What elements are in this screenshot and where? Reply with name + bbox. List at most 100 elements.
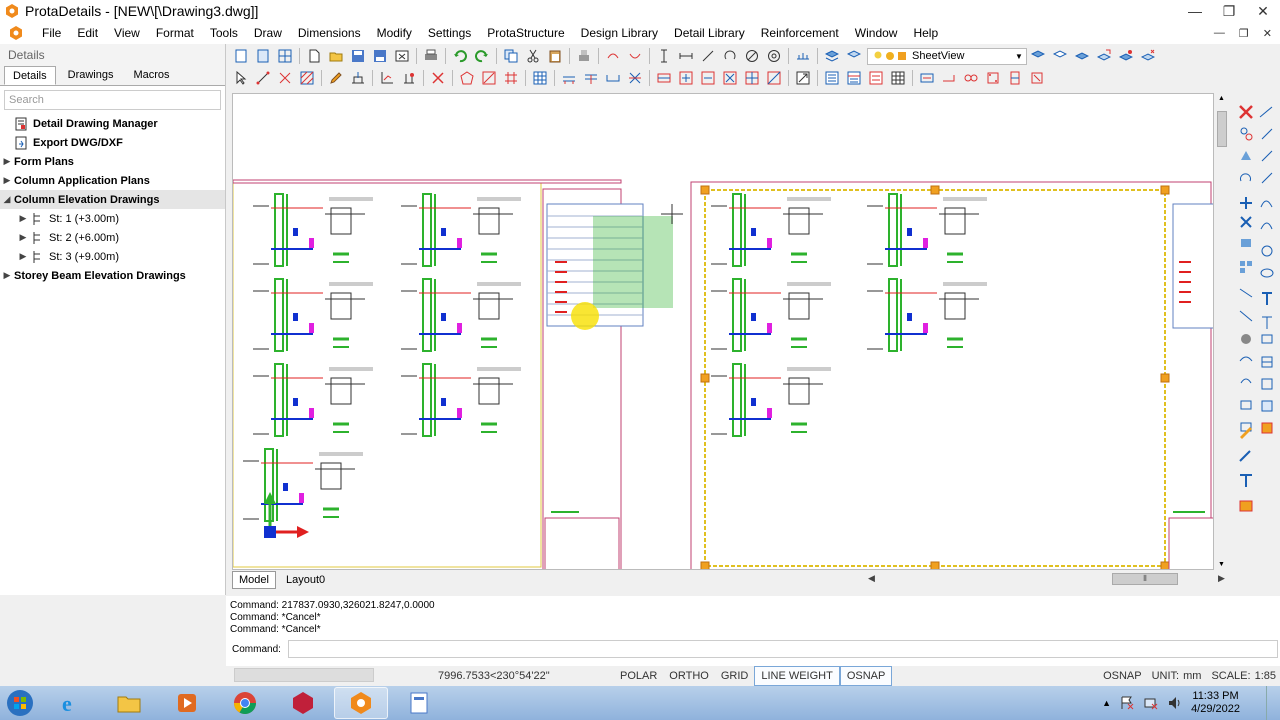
copy-icon[interactable] (504, 49, 518, 63)
osnap-toggle[interactable]: OSNAP (839, 666, 893, 686)
save-icon[interactable] (351, 49, 365, 63)
start-button[interactable] (0, 686, 40, 720)
channel-icon[interactable] (606, 71, 620, 85)
pencil-icon[interactable] (329, 71, 343, 85)
close-button[interactable]: ✕ (1257, 2, 1269, 19)
vertical-scroll-thumb[interactable] (1217, 111, 1227, 147)
frame-cross-icon[interactable] (723, 71, 737, 85)
table-icon[interactable] (533, 71, 547, 85)
array-icon[interactable] (1240, 261, 1252, 273)
ortho-toggle[interactable]: ORTHO (669, 670, 709, 682)
tree-item-column-application-plans[interactable]: ▶ Column Application Plans (0, 171, 225, 190)
minimize-button[interactable]: — (1188, 3, 1202, 19)
maximize-button[interactable]: ❐ (1222, 2, 1236, 19)
cross-section-icon[interactable] (628, 71, 642, 85)
frame-diagonal-icon[interactable] (767, 71, 781, 85)
ellipse-tool-icon[interactable] (1260, 268, 1274, 278)
tree-item-storey-1[interactable]: ▶ St: 1 (+3.00m) (0, 209, 225, 228)
network-icon[interactable] (1143, 695, 1159, 711)
collapse-arrow-icon[interactable]: ◢ (3, 194, 11, 204)
save-as-icon[interactable] (373, 49, 387, 63)
flag-icon[interactable] (1119, 695, 1135, 711)
fill-icon[interactable] (1239, 500, 1253, 512)
scroll-up-icon[interactable]: ▲ (1218, 95, 1225, 102)
tree-item-detail-drawing-manager[interactable]: Detail Drawing Manager (0, 114, 225, 133)
menu-draw[interactable]: Draw (253, 26, 282, 40)
new-drawing-icon[interactable] (234, 49, 248, 63)
taskbar-file-explorer[interactable] (102, 687, 156, 719)
layer-off-icon[interactable] (1053, 49, 1067, 63)
vertical-dimension-icon[interactable] (657, 49, 671, 63)
mdi-close-icon[interactable]: ✕ (1262, 27, 1272, 40)
new-detail-icon[interactable] (256, 49, 270, 63)
menu-dimensions[interactable]: Dimensions (297, 26, 361, 40)
beam-icon[interactable] (562, 71, 576, 85)
taskbar-media-player[interactable] (160, 687, 214, 719)
taskbar-internet-explorer[interactable]: e (44, 687, 98, 719)
polar-toggle[interactable]: POLAR (620, 670, 658, 682)
slash-icon[interactable] (482, 71, 496, 85)
move-icon[interactable] (1240, 197, 1252, 209)
schedule-icon[interactable] (847, 71, 861, 85)
edit-pencil-icon[interactable] (1240, 427, 1252, 439)
no-entry-icon[interactable] (745, 49, 759, 63)
drawing-svg[interactable] (233, 94, 1214, 570)
taskbar-protastructure[interactable] (276, 687, 330, 719)
list-icon[interactable] (825, 71, 839, 85)
unit-value[interactable]: mm (1183, 670, 1202, 682)
scroll-left-icon[interactable]: ◀ (868, 573, 875, 583)
layers-icon[interactable] (825, 49, 839, 63)
bar-list-icon[interactable] (869, 71, 883, 85)
line-weight-toggle[interactable]: LINE WEIGHT (754, 666, 840, 686)
menu-settings[interactable]: Settings (427, 26, 472, 40)
hatch-icon[interactable] (300, 71, 314, 85)
frame-icon[interactable] (657, 71, 671, 85)
layer-freeze-icon[interactable] (1075, 49, 1089, 63)
tree-item-storey-beam-elevation-drawings[interactable]: ▶ Storey Beam Elevation Drawings (0, 266, 225, 285)
paste-icon[interactable] (548, 49, 562, 63)
redo-icon[interactable] (475, 49, 489, 63)
target-icon[interactable] (767, 49, 781, 63)
menu-window[interactable]: Window (854, 26, 898, 40)
insert-block-icon[interactable] (351, 71, 365, 85)
beam-section-icon[interactable] (584, 71, 598, 85)
column-section-icon[interactable] (402, 71, 416, 85)
chevron-down-icon[interactable]: ▼ (1015, 51, 1023, 61)
expand-arrow-icon[interactable]: ▶ (3, 270, 11, 280)
osnap-status[interactable]: OSNAP (1103, 670, 1142, 682)
close-x-icon[interactable] (1239, 105, 1253, 119)
expand-arrow-icon[interactable]: ▶ (19, 213, 27, 223)
line-icon[interactable] (256, 71, 270, 85)
layer-merge-icon[interactable] (1097, 49, 1111, 63)
show-desktop-button[interactable] (1266, 686, 1280, 720)
rebar-delete-icon[interactable] (1030, 71, 1044, 85)
match-properties-icon[interactable] (577, 49, 591, 63)
box-tool-icon[interactable] (1261, 378, 1273, 390)
aligned-dimension-icon[interactable] (701, 49, 715, 63)
tree-item-storey-3[interactable]: ▶ St: 3 (+9.00m) (0, 247, 225, 266)
rebar-bend-icon[interactable] (920, 71, 934, 85)
drawing-canvas[interactable] (232, 93, 1214, 570)
trim-icon[interactable] (1239, 288, 1253, 298)
volume-icon[interactable] (1167, 695, 1183, 711)
app-menu-icon[interactable] (8, 25, 24, 41)
tray-expand-icon[interactable]: ▲ (1102, 698, 1112, 708)
vertical-scrollbar[interactable]: ▲ ▼ (1214, 93, 1230, 570)
fillet-icon[interactable] (1241, 334, 1251, 344)
taskbar-chrome[interactable] (218, 687, 272, 719)
grid-toggle[interactable]: GRID (720, 670, 749, 682)
rotate-tool-icon[interactable] (1240, 173, 1251, 182)
details-search-input[interactable]: Search (4, 90, 221, 110)
tab-macros[interactable]: Macros (133, 69, 170, 81)
rebar-hook-icon[interactable] (942, 71, 956, 85)
menu-detail-library[interactable]: Detail Library (674, 26, 745, 40)
table-grid-icon[interactable] (891, 71, 905, 85)
expand-arrow-icon[interactable]: ▶ (19, 251, 27, 261)
triangle-icon[interactable] (1241, 151, 1251, 160)
menu-reinforcement[interactable]: Reinforcement (760, 26, 839, 40)
text-style-icon[interactable] (1240, 474, 1252, 487)
curve-icon[interactable] (1260, 200, 1273, 208)
chain-icon[interactable] (1240, 127, 1253, 141)
mdi-minimize-icon[interactable]: — (1213, 26, 1225, 39)
measure-tool-icon[interactable] (1239, 450, 1251, 462)
